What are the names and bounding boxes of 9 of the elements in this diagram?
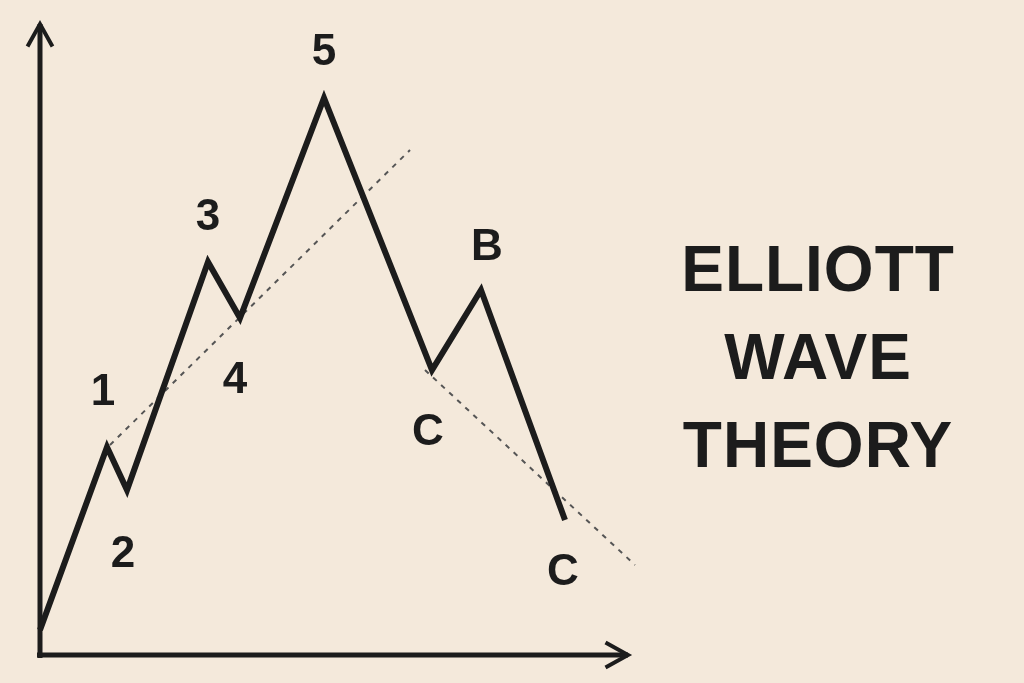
- wave-label: C: [412, 408, 444, 452]
- wave-label: 3: [195, 193, 221, 237]
- wave-label: C: [547, 548, 579, 592]
- wave-label: 5: [311, 28, 337, 72]
- wave-label: B: [471, 223, 503, 267]
- title: ELLIOTT WAVE THEORY: [680, 232, 956, 483]
- wave-label: 2: [110, 530, 136, 574]
- wave-label: 4: [222, 356, 248, 400]
- wave-label: 1: [90, 368, 116, 412]
